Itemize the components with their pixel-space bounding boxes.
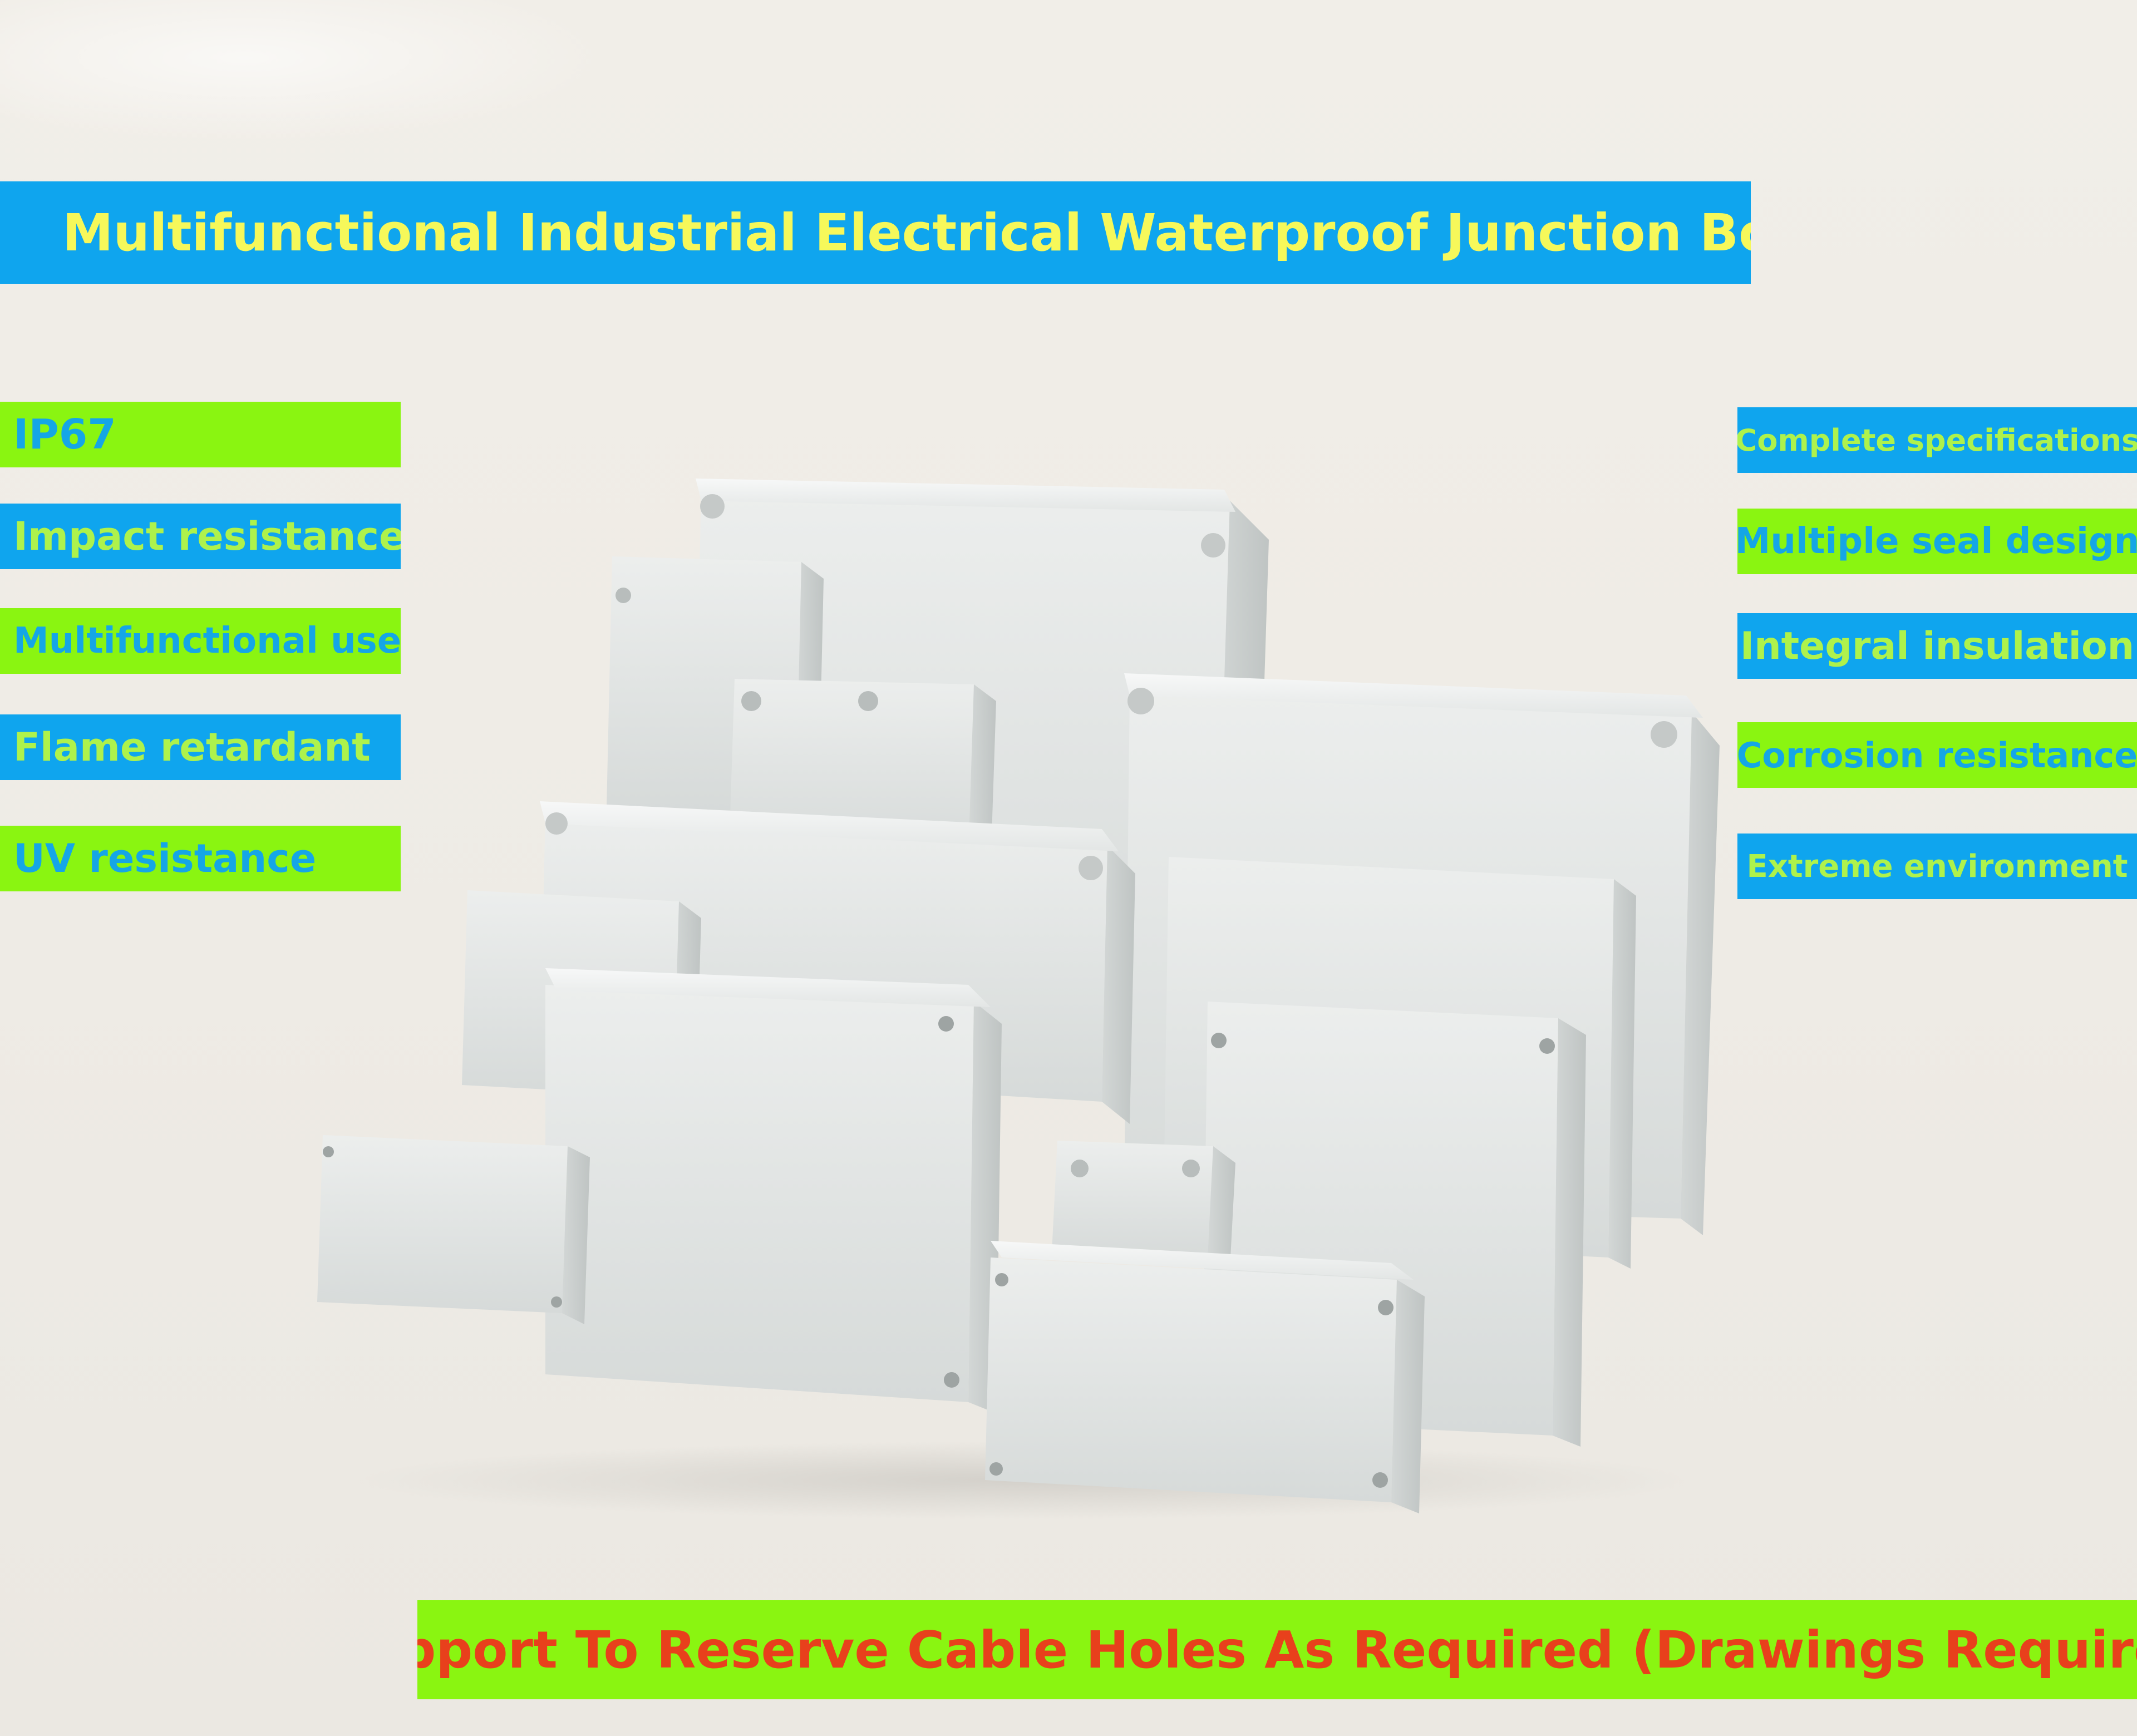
feature-tag-complete-specifications: Complete specifications: [1737, 407, 2137, 473]
page-title: Multifunctional Industrial Electrical Wa…: [0, 181, 1751, 284]
feature-tag-impact-resistance: Impact resistance: [0, 504, 401, 569]
junction-box-stack-image: [312, 467, 1736, 1525]
feature-tag-ip67: IP67: [0, 402, 401, 467]
footer-cable-holes-banner: Support To Reserve Cable Holes As Requir…: [417, 1600, 2137, 1699]
feature-tag-corrosion-resistance: Corrosion resistance: [1737, 722, 2137, 788]
feature-tag-extreme-environment: Extreme environment: [1737, 834, 2137, 899]
background-sheen: [0, 0, 612, 145]
feature-tag-multiple-seal-design: Multiple seal design: [1737, 509, 2137, 574]
feature-tag-multifunctional-use: Multifunctional use: [0, 608, 401, 674]
feature-tag-uv-resistance: UV resistance: [0, 826, 401, 891]
feature-tag-flame-retardant: Flame retardant: [0, 714, 401, 780]
feature-tag-integral-insulation: Integral insulation: [1737, 613, 2137, 679]
